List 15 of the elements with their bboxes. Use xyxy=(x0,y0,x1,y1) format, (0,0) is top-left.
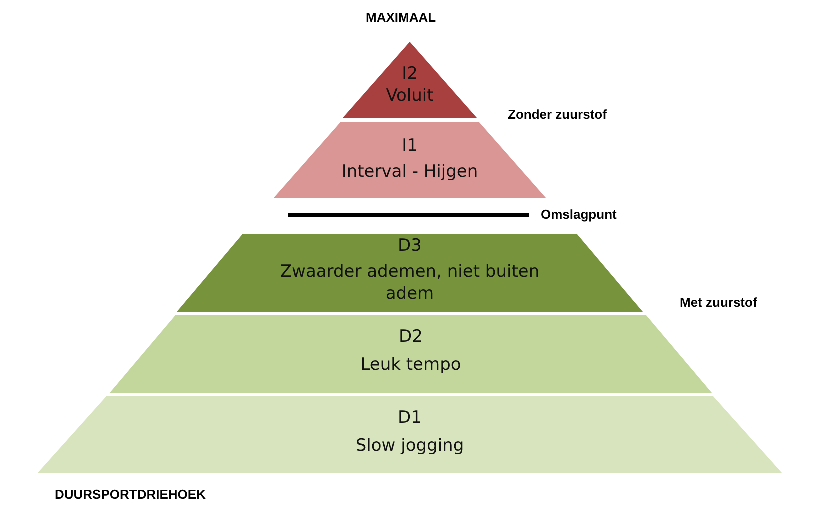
layer-code: I1 xyxy=(401,136,419,156)
layer-description: Leuk tempo xyxy=(360,355,462,375)
pyramid-title: DUURSPORTDRIEHOEK xyxy=(55,487,206,502)
zone-label: Zonder zuurstof xyxy=(508,107,607,122)
layer-code: I2 xyxy=(401,64,419,84)
layer-description: Interval - Hijgen xyxy=(340,162,480,182)
zone-label: Met zuurstof xyxy=(680,295,758,310)
layer-description: Slow jogging xyxy=(354,436,466,456)
layer-code: D1 xyxy=(397,408,423,428)
layer-description: Voluit xyxy=(385,86,435,106)
layer-code: D3 xyxy=(397,236,423,256)
threshold-label: Omslagpunt xyxy=(541,207,617,222)
layer-code: D2 xyxy=(398,327,424,347)
top-label: MAXIMAAL xyxy=(366,10,436,25)
layer-description: Zwaarder ademen, niet buiten adem xyxy=(279,261,541,305)
